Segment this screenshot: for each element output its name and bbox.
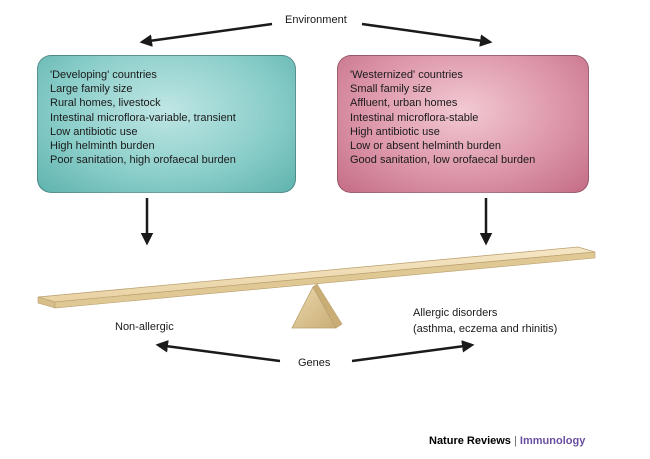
developing-line: Rural homes, livestock (50, 97, 161, 110)
genes-label: Genes (298, 357, 331, 369)
allergic-disorders-examples: (asthma, eczema and rhinitis) (413, 323, 558, 335)
developing-line: Intestinal microflora-variable, transien… (50, 111, 236, 124)
westernized-line: High antibiotic use (350, 125, 440, 138)
developing-line: Poor sanitation, high orofaecal burden (50, 154, 236, 167)
seesaw-plank (37, 246, 596, 309)
developing-line: Low antibiotic use (50, 125, 138, 138)
westernized-line: 'Westernized' countries (350, 69, 463, 81)
westernized-line: Good sanitation, low orofaecal burden (350, 154, 536, 167)
environment-arrow-right (361, 22, 493, 47)
developing-line: High helminth burden (50, 140, 155, 153)
allergic-disorders-label: Allergic disorders (asthma, eczema and r… (413, 307, 557, 336)
westernized-line: Intestinal microflora-stable (350, 111, 479, 124)
environment-label: Environment (285, 14, 347, 26)
genes-arrow-left (155, 340, 281, 363)
environment-arrow-left (139, 22, 273, 47)
westernized-line: Low or absent helminth burden (350, 140, 502, 153)
non-allergic-label: Non-allergic (115, 321, 174, 333)
credit-separator: | (514, 435, 517, 447)
westernized-line: Affluent, urban homes (350, 97, 458, 110)
seesaw-fulcrum (291, 283, 343, 329)
genes-arrow-right (351, 340, 475, 363)
journal-subject: Immunology (519, 435, 586, 447)
westernized-line: Small family size (350, 83, 432, 96)
journal-name: Nature Reviews (429, 435, 511, 447)
developing-line: 'Developing' countries (50, 69, 157, 81)
allergic-disorders-title: Allergic disorders (413, 307, 498, 319)
journal-credit: Nature Reviews | Immunology (429, 435, 585, 447)
developing-line: Large family size (50, 83, 133, 96)
